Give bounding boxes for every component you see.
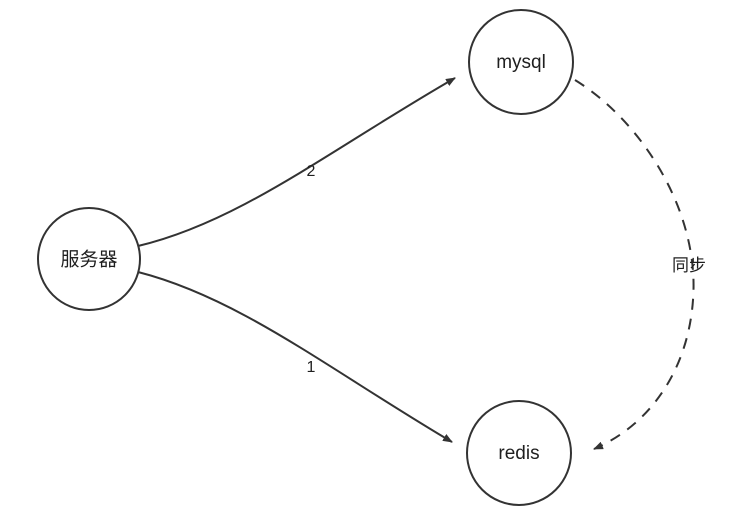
edge-server-to-mysql bbox=[137, 77, 456, 247]
edge-server-to-redis bbox=[137, 271, 453, 443]
node-redis-label: redis bbox=[498, 443, 539, 464]
edge-mysql-to-redis bbox=[574, 79, 695, 450]
node-redis[interactable] bbox=[466, 400, 572, 506]
node-server[interactable] bbox=[37, 207, 141, 311]
node-mysql[interactable] bbox=[468, 9, 574, 115]
edge-label-mysql-to-redis: 同步 bbox=[672, 256, 706, 276]
node-server-label: 服务器 bbox=[60, 249, 117, 271]
edge-label-server-to-redis: 1 bbox=[307, 359, 316, 376]
edge-label-server-to-mysql: 2 bbox=[307, 163, 316, 180]
node-mysql-label: mysql bbox=[496, 52, 546, 73]
